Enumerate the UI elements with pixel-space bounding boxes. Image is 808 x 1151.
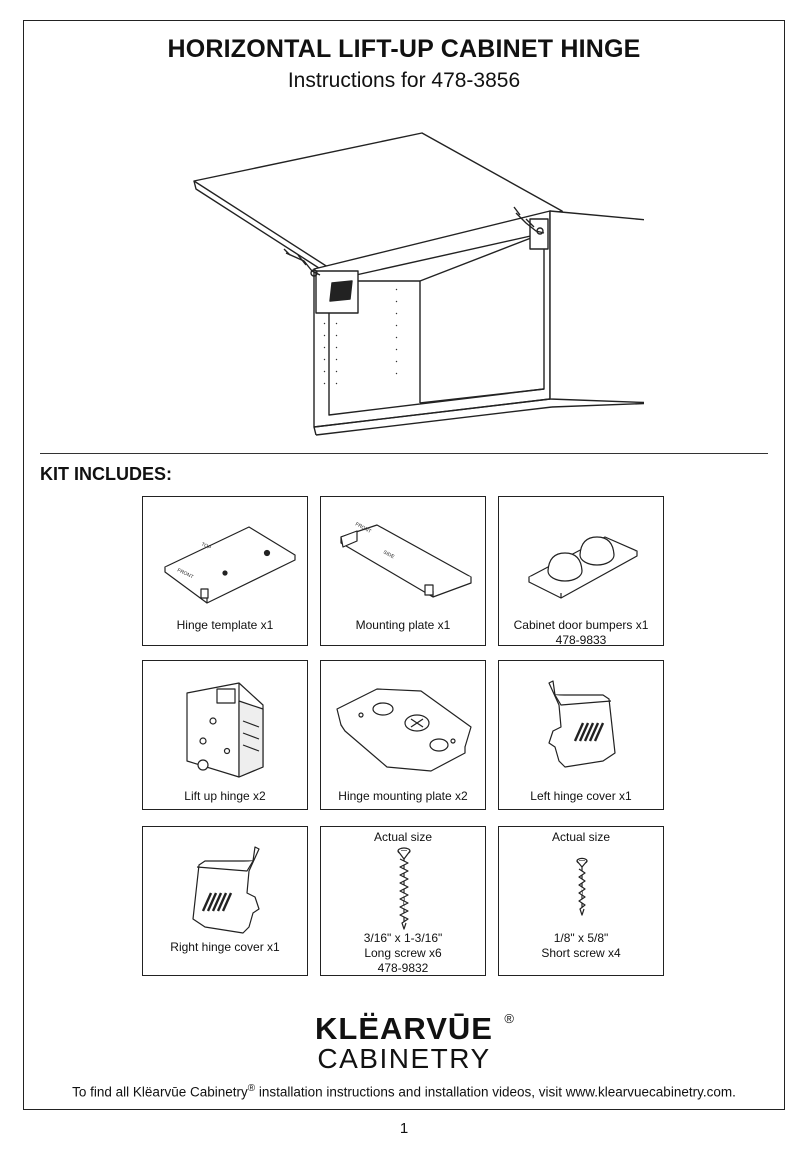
page-frame: HORIZONTAL LIFT-UP CABINET HINGE Instruc…: [23, 20, 785, 1110]
kit-item-hinge-template: TOP FRONT Hinge template x1: [142, 496, 308, 646]
kit-item-hinge-mounting-plate: Hinge mounting plate x2: [320, 660, 486, 810]
door-bumpers-icon: [528, 536, 638, 599]
kit-item-part-number: 478-9833: [555, 633, 607, 647]
short-screw-icon: [576, 857, 588, 916]
actual-size-label: Actual size: [551, 830, 611, 844]
kit-item-left-hinge-cover: Left hinge cover x1: [498, 660, 664, 810]
plate-side-label: SIDE: [382, 549, 396, 560]
hinge-mounting-plate-icon: [336, 688, 472, 772]
kit-item-caption: Right hinge cover x1: [170, 940, 280, 954]
cabinet-illustration: [193, 132, 644, 436]
brand-subname: CABINETRY: [317, 1043, 491, 1074]
kit-item-caption: Hinge mounting plate x2: [338, 789, 468, 803]
kit-item-caption: Left hinge cover x1: [530, 789, 632, 803]
mounting-plate-icon: FRONT SIDE: [340, 521, 472, 598]
actual-size-label: Actual size: [373, 830, 433, 844]
left-hinge-cover-icon: [548, 680, 616, 768]
page-number: 1: [399, 1120, 409, 1137]
template-top-label: TOP: [200, 541, 212, 551]
page-title: HORIZONTAL LIFT-UP CABINET HINGE: [167, 35, 641, 63]
brand-registered-mark: ®: [504, 1011, 515, 1026]
brand-name: KLËARVŪE: [315, 1011, 493, 1046]
section-divider: [40, 453, 768, 454]
kit-item-caption: Lift up hinge x2: [184, 789, 266, 803]
kit-item-right-hinge-cover: Right hinge cover x1: [142, 826, 308, 976]
right-hinge-cover-icon: [192, 846, 260, 934]
kit-item-mounting-plate: FRONT SIDE Mounting plate x1: [320, 496, 486, 646]
kit-item-short-screw: Actual size 1/8" x 5/8" Short screw x4: [498, 826, 664, 976]
kit-item-part-number: 478-9832: [377, 961, 429, 975]
lift-up-hinge-icon: [186, 682, 264, 778]
kit-item-size: 3/16" x 1-3/16": [363, 931, 443, 945]
brand-logo: KLËARVŪE ® CABINETRY: [24, 1011, 784, 1075]
kit-item-lift-up-hinge: Lift up hinge x2: [142, 660, 308, 810]
kit-item-caption: Short screw x4: [541, 946, 621, 960]
kit-item-size: 1/8" x 5/8": [553, 931, 609, 945]
kit-item-door-bumpers: Cabinet door bumpers x1 478-9833: [498, 496, 664, 647]
kit-item-caption: Cabinet door bumpers x1: [513, 618, 649, 632]
page-subtitle: Instructions for 478-3856: [287, 69, 521, 92]
kit-item-caption: Long screw x6: [364, 946, 442, 960]
hinge-template-icon: TOP FRONT: [164, 526, 296, 604]
footer-note: To find all Klëarvūe Cabinetry® installa…: [72, 1083, 736, 1100]
kit-item-long-screw: Actual size 3/16" x 1-3/16" Long screw x…: [320, 826, 486, 976]
long-screw-icon: [397, 847, 411, 930]
kit-item-caption: Hinge template x1: [176, 618, 274, 632]
kit-includes-heading: KIT INCLUDES:: [40, 464, 172, 484]
kit-item-caption: Mounting plate x1: [355, 618, 451, 632]
